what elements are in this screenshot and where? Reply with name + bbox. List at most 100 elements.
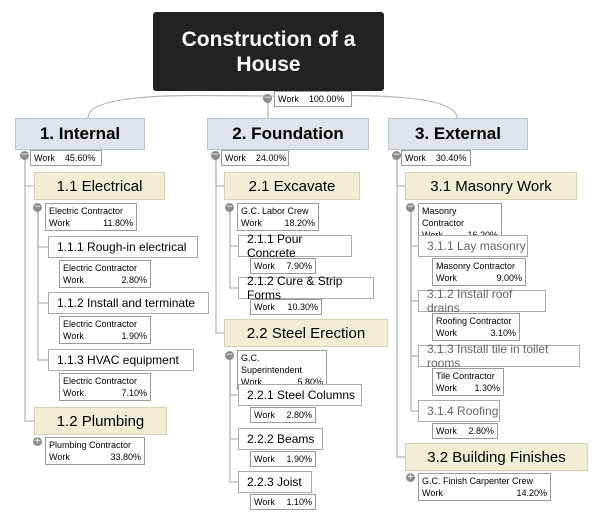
topic-label: 3.1 Masonry Work [430,177,552,195]
info-text: Work [436,426,457,436]
minus-toggle-icon[interactable]: − [406,202,415,212]
minus-toggle-icon[interactable]: − [33,202,42,212]
minus-toggle-icon[interactable]: − [392,150,401,160]
info-text: 9.00% [496,273,522,283]
minus-toggle-icon[interactable]: − [263,93,272,103]
info-text: 1.90% [121,331,147,341]
info-text: 11.80% [103,218,133,228]
plus-toggle-icon[interactable]: + [406,472,415,482]
info-text: 5.80% [297,377,323,387]
branch-foundation[interactable]: 2. Foundation [207,118,369,150]
task-joist[interactable]: 2.2.3 Joist [238,471,312,493]
info-text: Electric Contractor [63,376,138,386]
topic-steel-erection[interactable]: 2.2 Steel Erection [224,319,388,347]
topic-label: 2.2.3 Joist [247,475,302,489]
branch-external[interactable]: 3. External [388,118,528,150]
topic-electrical[interactable]: 1.1 Electrical [34,172,165,200]
topic-label: 3.2 Building Finishes [427,448,566,466]
info-text: Work [436,383,457,393]
info-text: Work [241,218,262,228]
minus-toggle-icon[interactable]: − [225,350,234,360]
info-text: 1.90% [286,454,312,464]
topic-label: 2.2.2 Beams [247,432,315,446]
topic-plumbing[interactable]: 1.2 Plumbing [34,407,167,435]
topic-excavate[interactable]: 2.1 Excavate [224,172,360,200]
task-pour-concrete[interactable]: 2.1.1 Pour Concrete [238,232,352,260]
task-hvac-equipment[interactable]: 1.1.3 HVAC equipment [48,349,194,371]
minus-toggle-icon[interactable]: − [20,150,29,160]
topic-label: 2. Foundation [232,124,344,143]
topic-masonry-work[interactable]: 3.1 Masonry Work [405,172,577,200]
info-text: Work [241,377,262,387]
info-text: Masonry Contractor [422,206,465,228]
topic-label: 1.2 Plumbing [56,412,145,430]
plus-toggle-icon[interactable]: + [33,436,42,446]
minus-toggle-icon[interactable]: − [211,150,220,160]
info-text: Tile Contractor [436,371,495,381]
info-text: 2.80% [121,275,147,285]
topic-label: 2.1.2 Cure & Strip Forms [247,274,343,302]
task-lay-masonry[interactable]: 3.1.1 Lay masonry [418,235,528,257]
task-rough-in-electrical[interactable]: 1.1.1 Rough-in electrical [48,236,198,258]
info-text: Work [278,94,299,104]
info-text: Work [49,218,70,228]
info-text: 7.10% [121,388,147,398]
info-text: Work [436,273,457,283]
info-text: Work [225,153,246,163]
info-text: Work [254,261,275,271]
task-install-tile[interactable]: 3.1.3 Install tile in toilet rooms [418,342,580,370]
topic-label: 3.1.1 Lay masonry [427,239,526,253]
info-text: Work [63,331,84,341]
root-topic[interactable]: Construction of a House [153,12,384,91]
topic-label: 2.1.1 Pour Concrete [247,232,303,260]
task-roofing[interactable]: 3.1.4 Roofing [418,400,500,422]
task-install-roof-drains[interactable]: 3.1.2 Install roof drains [418,287,546,315]
topic-label: 1.1 Electrical [56,177,143,195]
info-text: Work [34,153,55,163]
info-text: Plumbing Contractor [49,440,132,450]
minus-toggle-icon[interactable]: − [225,202,234,212]
info-text: Work [254,454,275,464]
info-text: 1.10% [286,497,312,507]
task-beams[interactable]: 2.2.2 Beams [238,428,323,450]
info-text: 14.20% [516,488,547,498]
info-text: 3.10% [490,328,516,338]
info-text: Work 9.00% [436,272,522,284]
task-install-terminate[interactable]: 1.1.2 Install and terminate [48,292,209,314]
topic-label: 3.1.3 Install tile in toilet rooms [427,342,549,370]
topic-label: 1.1.3 HVAC equipment [57,353,179,367]
task-cure-strip-forms[interactable]: 2.1.2 Cure & Strip Forms [238,274,374,302]
topic-label: 3. External [415,124,501,143]
info-text: Work [422,488,443,498]
topic-building-finishes[interactable]: 3.2 Building Finishes [405,443,588,471]
branch-internal[interactable]: 1. Internal [15,118,145,150]
task-steel-columns[interactable]: 2.2.1 Steel Columns [238,384,362,406]
topic-label: 1.1.1 Rough-in electrical [57,240,187,254]
info-text: Work [254,410,275,420]
